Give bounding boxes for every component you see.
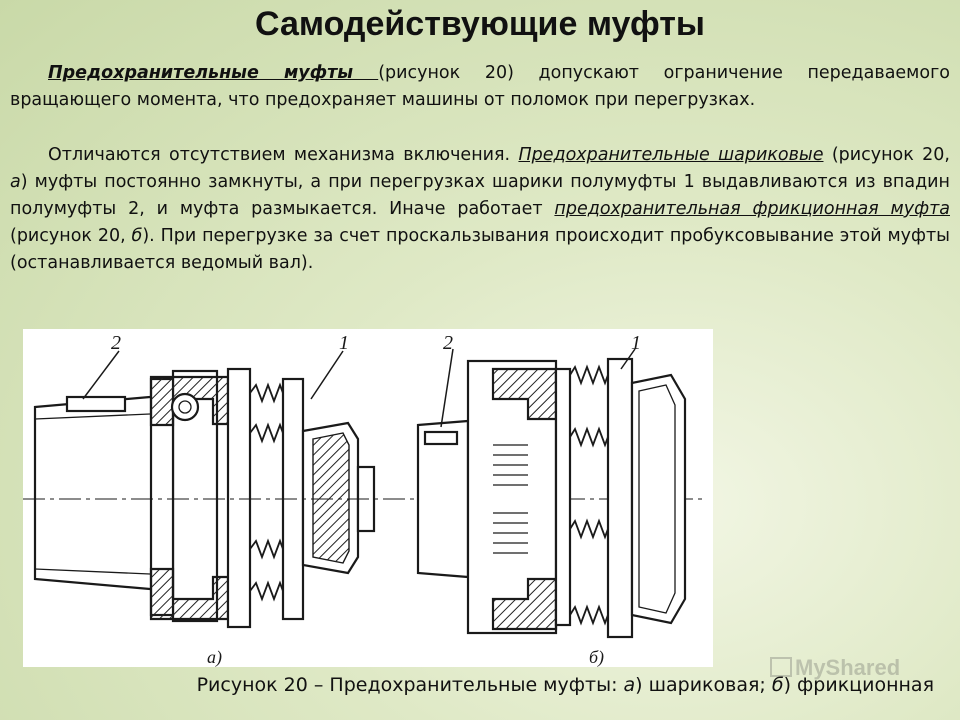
p1-text-2: допускают ограничение передаваемого вращ… [10, 63, 950, 110]
term-ball-couplings: Предохранительные шариковые [518, 145, 824, 165]
paragraph-2: Отличаются отсутствием механизма включен… [10, 142, 950, 277]
coupling-drawing: 2 1 а) 2 1 б) [23, 332, 703, 667]
p2-letter-b: б [131, 226, 143, 246]
watermark-text: MyShared [795, 655, 901, 680]
label-right-2: 2 [443, 332, 453, 354]
label-sub-a: а) [207, 647, 222, 667]
caption-text-1: Рисунок 20 – Предохранительные муфты: [196, 674, 624, 696]
p2-text-1: Отличаются отсутствием механизма включен… [48, 145, 519, 165]
ball [170, 392, 200, 422]
label-right-1: 1 [631, 332, 641, 354]
ball-coupling-drawing [33, 367, 376, 629]
coupling-figure: 2 1 а) 2 1 б) [23, 329, 713, 667]
p1-text-1: (рисунок 20) [378, 63, 539, 83]
figure-caption: Рисунок 20 – Предохранительные муфты: а)… [0, 668, 960, 702]
p2-text-2: (рисунок 20, [823, 145, 950, 165]
term-safety-couplings: Предохранительные муфты [48, 63, 379, 83]
springs-left [249, 382, 284, 602]
caption-text-2: ) шариковая; [635, 674, 772, 696]
p2-text-5: ). При перегрузке за счет проскальзывани… [10, 226, 950, 273]
caption-text-3: ) фрикционная [783, 674, 934, 696]
paragraph-1: Предохранительные муфты (рисунок 20) доп… [10, 60, 950, 114]
p2-text-3: ) муфты постоянно замкнуты, а при перегр… [10, 172, 950, 219]
label-sub-b: б) [589, 647, 604, 667]
caption-letter-a: а [623, 674, 636, 696]
p2-letter-a: а [10, 172, 21, 192]
label-left-1: 1 [339, 332, 349, 354]
p2-text-4: (рисунок 20, [10, 226, 132, 246]
watermark-logo: MyShared [770, 655, 940, 685]
slide-title: Самодействующие муфты [255, 5, 705, 43]
label-left-2: 2 [111, 332, 121, 354]
friction-coupling-drawing [416, 357, 687, 639]
friction-disks [493, 444, 528, 554]
springs-right [569, 364, 609, 626]
caption-letter-b: б [771, 674, 784, 696]
watermark-icon [770, 657, 792, 677]
term-friction-coupling: предохранительная фрикционная муфта [554, 199, 950, 219]
